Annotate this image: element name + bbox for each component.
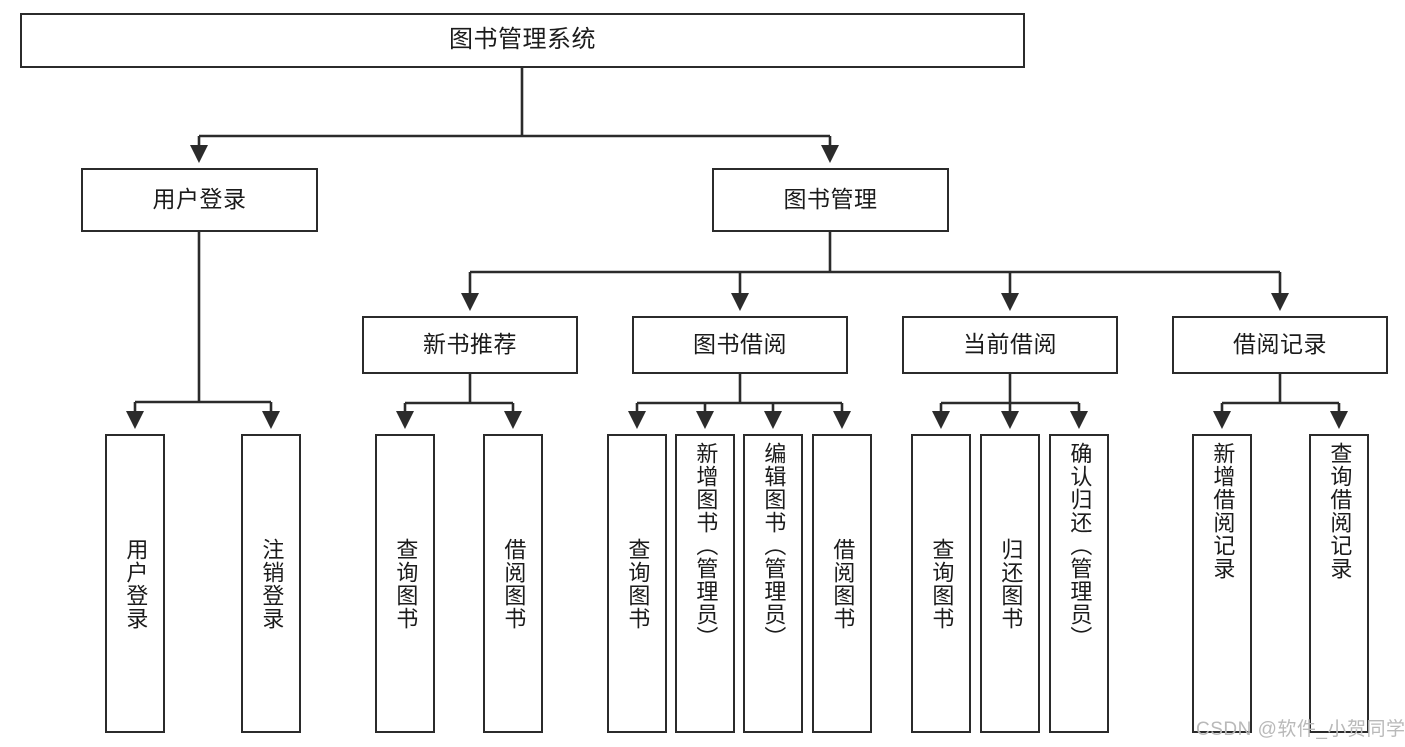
node-leaf-user-logout-label: 注销登录 — [259, 537, 285, 630]
node-leaf-query-book-2[interactable]: 查询图书 — [607, 434, 667, 733]
node-book-borrow[interactable]: 图书借阅 — [632, 316, 848, 374]
node-leaf-borrow-book-2-label: 借阅图书 — [830, 537, 856, 630]
node-leaf-borrow-book-1-label: 借阅图书 — [501, 537, 527, 630]
node-leaf-user-login[interactable]: 用户登录 — [105, 434, 165, 733]
node-leaf-query-book-3[interactable]: 查询图书 — [911, 434, 971, 733]
node-book-manage-label: 图书管理 — [783, 186, 878, 213]
node-book-borrow-label: 图书借阅 — [693, 331, 787, 358]
node-root[interactable]: 图书管理系统 — [20, 13, 1025, 68]
node-borrow-record[interactable]: 借阅记录 — [1172, 316, 1388, 374]
node-user-login-label: 用户登录 — [152, 186, 247, 213]
node-borrow-record-label: 借阅记录 — [1233, 331, 1327, 358]
csdn-watermark: CSDN @软件_小贺同学 — [1196, 719, 1405, 740]
node-leaf-edit-book-label: 编辑图书（管理员） — [761, 442, 787, 649]
node-leaf-confirm-return[interactable]: 确认归还（管理员） — [1049, 434, 1109, 733]
node-book-manage[interactable]: 图书管理 — [712, 168, 949, 232]
node-leaf-query-book-3-label: 查询图书 — [929, 537, 955, 630]
node-user-login[interactable]: 用户登录 — [81, 168, 318, 232]
node-leaf-return-book-label: 归还图书 — [998, 537, 1024, 630]
node-leaf-add-book[interactable]: 新增图书（管理员） — [675, 434, 735, 733]
node-current-borrow[interactable]: 当前借阅 — [902, 316, 1118, 374]
node-leaf-borrow-book-2[interactable]: 借阅图书 — [812, 434, 872, 733]
node-leaf-user-logout[interactable]: 注销登录 — [241, 434, 301, 733]
node-root-label: 图书管理系统 — [449, 26, 596, 54]
node-new-book-recommend-label: 新书推荐 — [423, 331, 517, 358]
node-new-book-recommend[interactable]: 新书推荐 — [362, 316, 578, 374]
node-leaf-query-book-1-label: 查询图书 — [393, 537, 419, 630]
node-leaf-edit-book[interactable]: 编辑图书（管理员） — [743, 434, 803, 733]
node-leaf-confirm-return-label: 确认归还（管理员） — [1067, 442, 1093, 649]
node-leaf-add-record[interactable]: 新增借阅记录 — [1192, 434, 1252, 733]
node-leaf-borrow-book-1[interactable]: 借阅图书 — [483, 434, 543, 733]
node-leaf-query-record[interactable]: 查询借阅记录 — [1309, 434, 1369, 733]
node-leaf-return-book[interactable]: 归还图书 — [980, 434, 1040, 733]
node-leaf-query-record-label: 查询借阅记录 — [1327, 442, 1353, 580]
node-leaf-user-login-label: 用户登录 — [123, 537, 149, 630]
node-leaf-query-book-1[interactable]: 查询图书 — [375, 434, 435, 733]
node-leaf-add-book-label: 新增图书（管理员） — [693, 442, 719, 649]
node-leaf-add-record-label: 新增借阅记录 — [1210, 442, 1236, 580]
node-current-borrow-label: 当前借阅 — [963, 331, 1057, 358]
node-leaf-query-book-2-label: 查询图书 — [625, 537, 651, 630]
